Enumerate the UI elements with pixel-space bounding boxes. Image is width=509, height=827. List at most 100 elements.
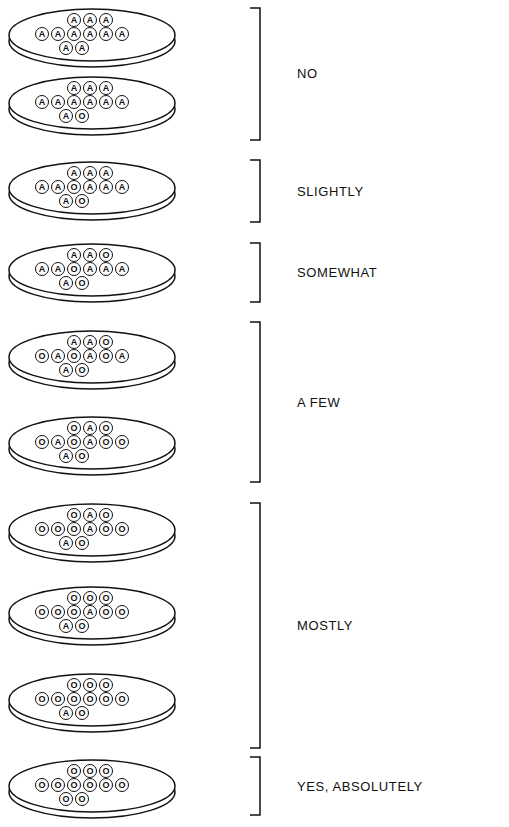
colony-circle: A [99,166,113,180]
colony-letter: O [54,525,61,534]
petri-dish [9,504,175,562]
bracket-label: A FEW [296,395,341,410]
colony-letter: A [87,338,94,347]
colony-letter: O [86,594,93,603]
petri-dish [9,760,175,818]
colony-circle: O [115,778,129,792]
colony-letter: A [103,183,110,192]
colony-circle: A [83,605,97,619]
bracket-label: YES, ABSOLUTELY [296,779,424,794]
colony-circle: O [75,536,89,550]
bracket-label: NO [296,66,319,81]
colony-circle: A [83,349,97,363]
petri-dish [9,417,175,475]
bracket [250,160,260,222]
colony-letter: A [71,251,78,260]
colony-circle: O [67,508,81,522]
colony-circle: O [83,591,97,605]
colony-circle: A [51,27,65,41]
colony-letter: O [78,279,85,288]
colony-letter: A [87,608,94,617]
bracket-label: SLIGHTLY [296,184,365,199]
colony-circle: A [83,262,97,276]
colony-letter: A [55,30,62,39]
colony-letter: O [102,781,109,790]
colony-letter: O [54,781,61,790]
colony-circle: A [99,13,113,27]
petri-dish [9,331,175,389]
colony-letter: A [39,183,46,192]
bracket [250,503,260,748]
colony-letter: O [78,795,85,804]
colony-circle: O [67,692,81,706]
colony-circle: O [75,109,89,123]
colony-circle: O [99,778,113,792]
colony-letter: A [71,30,78,39]
colony-letter: A [63,539,70,548]
colony-letter: O [78,622,85,631]
colony-circle: O [67,180,81,194]
colony-letter: A [63,452,70,461]
colony-letter: A [55,98,62,107]
colony-circle: O [99,605,113,619]
colony-circle: A [35,27,49,41]
colony-circle: O [83,778,97,792]
colony-letter: A [55,265,62,274]
colony-letter: A [119,183,126,192]
colony-letter: O [102,681,109,690]
petri-dish [9,674,175,732]
colony-letter: O [78,366,85,375]
colony-letter: A [87,251,94,260]
colony-circle: A [75,41,89,55]
colony-circle: O [75,194,89,208]
colony-circle: O [75,706,89,720]
colony-circle: A [59,706,73,720]
colony-circle: A [67,13,81,27]
colony-circle: A [67,95,81,109]
colony-letter: O [102,511,109,520]
colony-circle: O [67,349,81,363]
colony-letter: O [86,767,93,776]
petri-dish [9,77,175,135]
colony-letter: O [102,767,109,776]
colony-letter: A [119,98,126,107]
colony-letter: A [71,338,78,347]
bracket [250,8,260,140]
colony-circle: A [67,27,81,41]
bracket [250,322,260,482]
colony-circle: A [115,349,129,363]
colony-letter: A [87,84,94,93]
colony-circle: O [75,792,89,806]
colony-letter: A [87,352,94,361]
colony-circle: A [35,180,49,194]
colony-letter: A [39,265,46,274]
colony-circle: O [67,678,81,692]
colony-circle: A [67,81,81,95]
colony-circle: A [83,95,97,109]
colony-circle: A [115,27,129,41]
petri-dish [9,587,175,645]
colony-circle: O [35,692,49,706]
colony-circle: O [99,248,113,262]
colony-letter: A [87,265,94,274]
colony-letter: O [102,424,109,433]
petri-dish [9,9,175,67]
colony-circle: A [35,95,49,109]
colony-letter: A [87,424,94,433]
colony-letter: O [70,438,77,447]
colony-letter: O [70,781,77,790]
colony-letter: A [63,279,70,288]
colony-circle: A [83,508,97,522]
colony-letter: O [70,594,77,603]
colony-circle: O [99,335,113,349]
colony-circle: O [59,792,73,806]
colony-circle: A [59,449,73,463]
colony-circle: O [99,692,113,706]
colony-letter: O [70,424,77,433]
colony-letter: A [119,30,126,39]
colony-letter: A [87,438,94,447]
colony-circle: O [51,522,65,536]
colony-letter: A [103,84,110,93]
colony-letter: O [118,781,125,790]
colony-letter: A [63,44,70,53]
